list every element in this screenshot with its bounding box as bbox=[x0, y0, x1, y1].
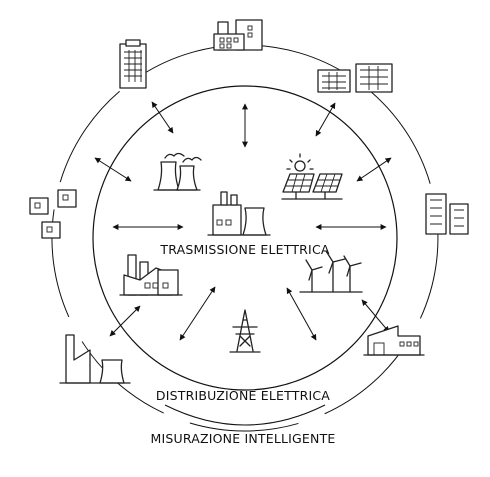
distribution-ring bbox=[51, 44, 439, 432]
transmission-label: TRASMISSIONE ELETTRICA bbox=[159, 242, 329, 257]
apartment-blocks-icon bbox=[317, 63, 393, 93]
transmission-tower-icon bbox=[229, 309, 261, 353]
connection-arrows bbox=[94, 101, 392, 341]
houses-icon bbox=[29, 189, 77, 239]
distribution-label: DISTRIBUZIONE ELETTRICA bbox=[156, 388, 330, 403]
solar-panels-icon bbox=[281, 153, 343, 200]
power-plant-icon bbox=[207, 191, 271, 236]
skyscraper-icon bbox=[425, 193, 469, 235]
industrial-plant-icon bbox=[213, 19, 263, 51]
factory-icon bbox=[119, 254, 183, 296]
tall-buildings-icon bbox=[119, 39, 147, 89]
transmission-ring bbox=[92, 85, 398, 391]
warehouse-icon bbox=[363, 325, 425, 356]
office-building-icon bbox=[59, 334, 131, 384]
cooling-towers-icon bbox=[153, 152, 202, 191]
wind-turbines-icon bbox=[299, 250, 363, 293]
metering-label: MISURAZIONE INTELLIGENTE bbox=[150, 431, 335, 446]
metering-arc bbox=[164, 404, 326, 426]
